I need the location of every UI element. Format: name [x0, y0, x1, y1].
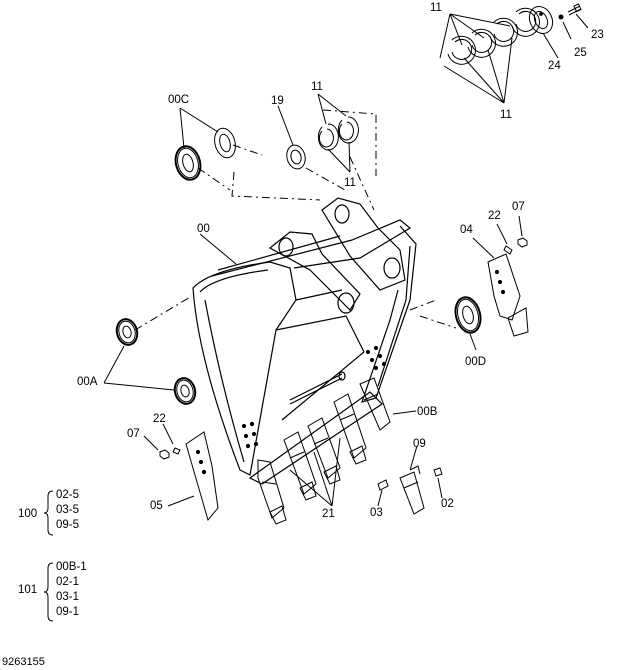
bolt-22-right	[503, 245, 513, 255]
side-cutter-04	[487, 253, 529, 337]
bolt-23	[567, 3, 582, 16]
kit-101-key: 101	[18, 584, 38, 596]
kit-101-item: 03-1	[56, 591, 80, 603]
callout-05: 05	[150, 500, 163, 512]
bucket-body	[192, 197, 417, 485]
pin-02	[433, 467, 443, 477]
callout-11-mid-top: 11	[311, 81, 323, 93]
kit-101-brace	[44, 562, 54, 622]
kit-101: 101 00B-1 02-1 03-1 09-1	[18, 560, 108, 626]
callout-22-left: 22	[153, 413, 166, 425]
nut-07-right	[517, 237, 528, 248]
callout-00b: 00B	[417, 406, 438, 418]
kit-101-item: 02-1	[56, 576, 80, 588]
callout-00d: 00D	[465, 356, 487, 368]
kit-100-item: 09-5	[56, 519, 80, 531]
kit-100-key: 100	[18, 508, 38, 520]
kit-100: 100 02-5 03-5 09-5	[18, 488, 98, 538]
side-cutter-holes-right	[365, 345, 387, 371]
nut-07-left	[159, 449, 170, 460]
side-cutter-05	[185, 431, 219, 522]
callout-07-left: 07	[127, 428, 140, 440]
callout-03: 03	[370, 507, 383, 519]
lock-plate	[528, 5, 554, 35]
bushing-00a-pair	[115, 318, 197, 405]
bushing-00d	[454, 296, 482, 334]
callout-00c: 00C	[168, 94, 190, 106]
callout-21: 21	[322, 508, 335, 520]
drawing-number: 9263155	[2, 656, 45, 668]
kit-101-item: 00B-1	[56, 561, 87, 573]
tooth-09	[399, 465, 425, 515]
callout-11-top-bottom: 11	[500, 109, 512, 121]
kit-101-item: 09-1	[56, 606, 80, 618]
shim-pair-11	[317, 116, 359, 151]
side-cutter-holes-left	[241, 421, 259, 449]
teeth-points	[269, 445, 367, 525]
shim-19	[286, 144, 306, 170]
callout-09: 09	[413, 438, 426, 450]
kit-100-item: 02-5	[56, 489, 80, 501]
callout-07-right: 07	[512, 201, 525, 213]
shim-ring-stack	[447, 7, 540, 65]
callout-00: 00	[197, 223, 210, 235]
callout-24: 24	[548, 60, 561, 72]
callout-11-mid-bottom: 11	[344, 177, 356, 189]
tooth-set	[257, 377, 391, 519]
callout-04: 04	[460, 224, 473, 236]
callout-25: 25	[574, 47, 587, 59]
bushing-00c-pair	[174, 127, 236, 181]
kit-100-item: 03-5	[56, 504, 80, 516]
callout-02: 02	[441, 498, 454, 510]
callout-23: 23	[591, 29, 604, 41]
bolt-22-left	[172, 447, 181, 455]
callout-11-top-left: 11	[430, 2, 442, 14]
pin-03	[377, 479, 389, 491]
callout-19: 19	[271, 95, 284, 107]
bolt-25	[558, 14, 564, 20]
callout-22-right: 22	[488, 210, 501, 222]
kit-100-brace	[44, 490, 54, 536]
callout-00a: 00A	[77, 376, 98, 388]
